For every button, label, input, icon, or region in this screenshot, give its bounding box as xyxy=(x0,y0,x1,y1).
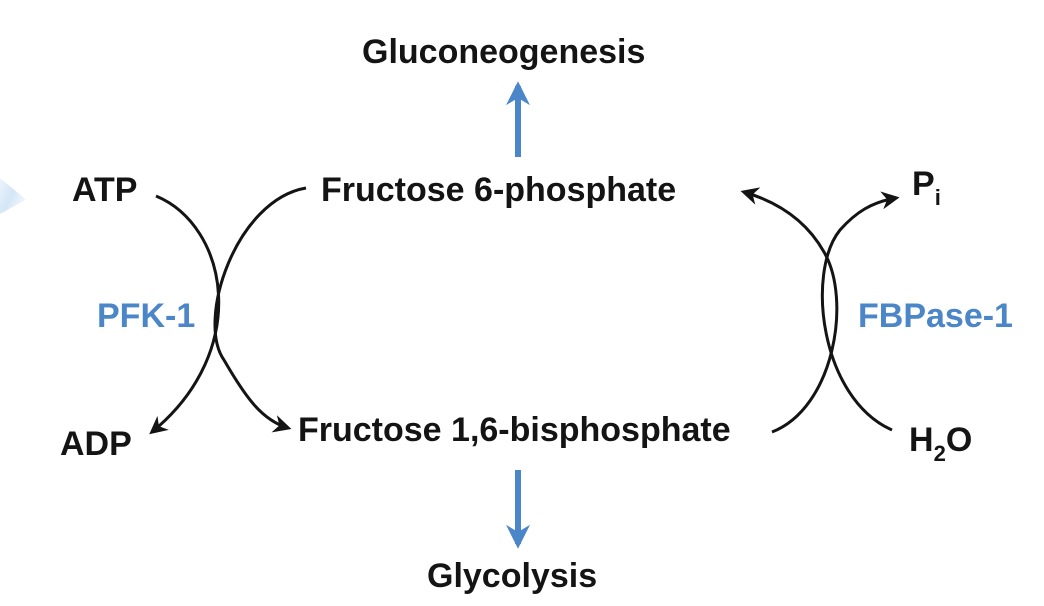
water-label: H2O xyxy=(909,420,973,466)
pi-subscript: i xyxy=(934,185,941,210)
glycolysis-label: Glycolysis xyxy=(427,557,598,595)
h2o-to-pi-arrow xyxy=(820,191,900,432)
inorganic-phosphate-label: Pi xyxy=(912,164,941,210)
adp-label: ADP xyxy=(60,425,132,463)
fructose-6-phosphate-label: Fructose 6-phosphate xyxy=(321,171,677,209)
h2o-subscript: 2 xyxy=(933,441,946,466)
gluconeogenesis-label: Gluconeogenesis xyxy=(362,33,646,71)
pfk-1-enzyme-label: PFK-1 xyxy=(97,297,196,335)
f16bp-to-f6p-arrow xyxy=(740,187,839,434)
fructose-1-6-bisphosphate-label: Fructose 1,6-bisphosphate xyxy=(298,411,731,449)
h2o-h-text: H xyxy=(909,421,934,459)
fbpase-1-enzyme-label: FBPase-1 xyxy=(858,297,1013,335)
pi-main-text: P xyxy=(912,165,935,203)
f6p-to-f16bp-arrow xyxy=(213,186,307,433)
atp-label: ATP xyxy=(72,171,138,209)
h2o-o-text: O xyxy=(945,421,973,459)
